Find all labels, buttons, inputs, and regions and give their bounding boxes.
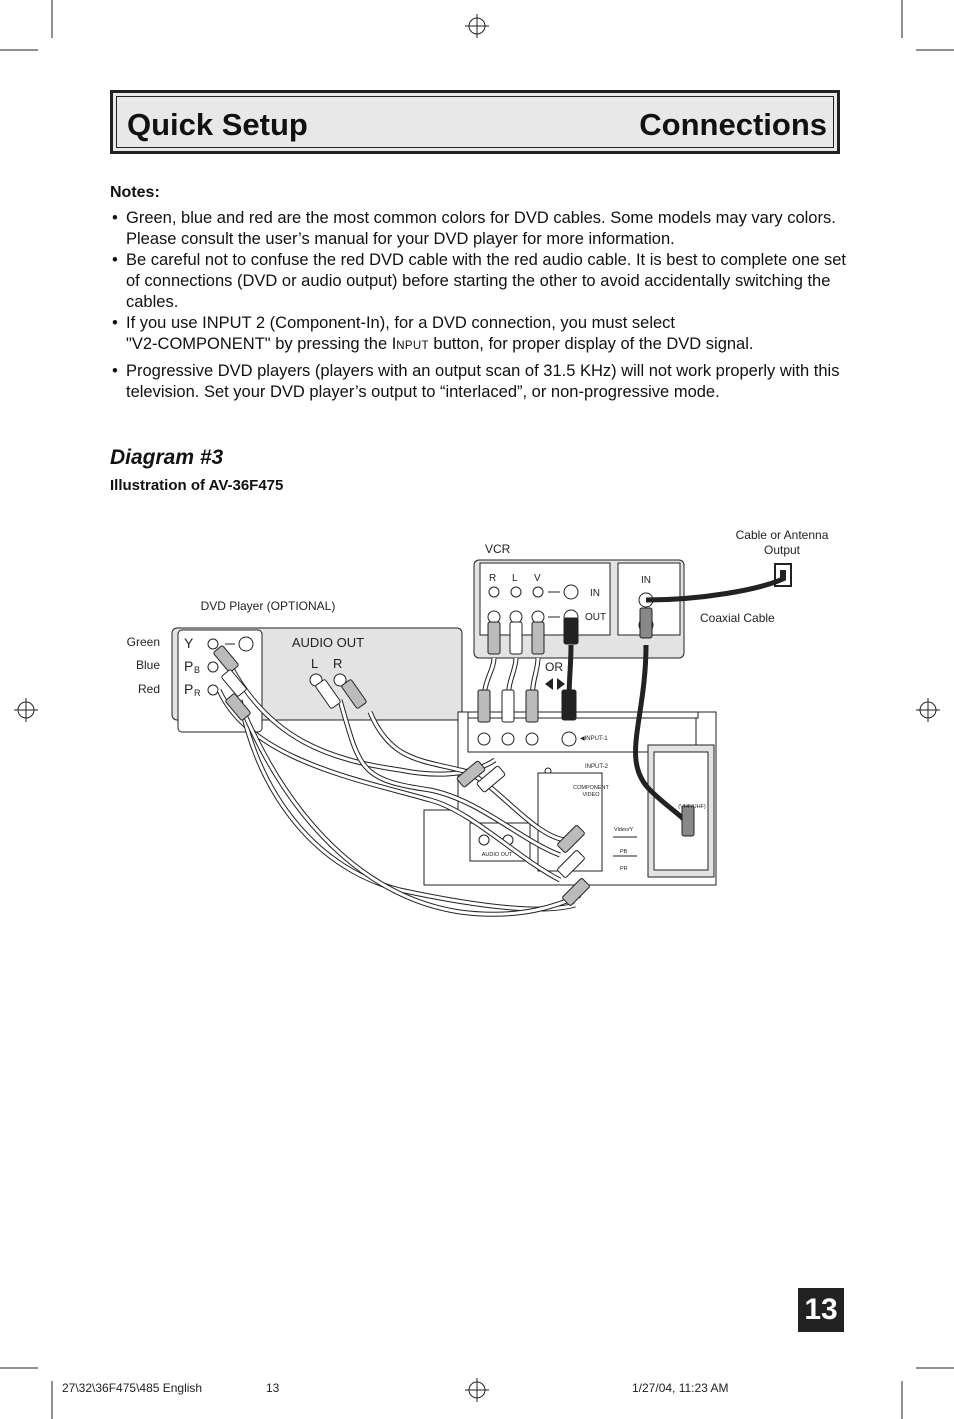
audio-l-label: L [311,656,318,671]
cable-label-line1: Cable or Antenna [736,528,829,542]
note-text: button, for proper display of the DVD si… [428,335,754,353]
notes-list: Green, blue and red are the most common … [110,208,850,403]
green-label: Green [127,635,160,649]
note-text: If you use INPUT 2 (Component-In), for a… [126,314,676,332]
note-item: Green, blue and red are the most common … [110,208,850,250]
vcr-antenna-in-label: IN [641,575,651,586]
footer-date: 1/27/04, 11:23 AM [632,1381,729,1395]
red-label: Red [138,682,160,696]
y-jack-label: Y [184,635,194,651]
vcr-v-label: V [534,573,541,584]
footer-file: 27\32\36F475\485 English [62,1381,203,1395]
diagram-subtitle: Illustration of AV-36F475 [110,477,284,494]
pb-jack-label: P [184,658,193,674]
tv-audio-out-label: AUDIO OUT [482,852,513,858]
blue-label: Blue [136,658,160,672]
pr-sub-label: R [194,688,201,698]
page-number: 13 [798,1288,844,1332]
registration-mark-top [465,14,489,38]
header-left-title: Quick Setup [127,107,308,142]
tv-pr-label: PR [620,866,628,872]
notes-heading: Notes: [110,184,160,201]
tv-component-label-1: COMPONENT [573,785,609,791]
vcr [473,559,685,659]
tv-back-panel [423,711,717,886]
cable-label-line2: Output [764,543,801,557]
or-label: OR [545,660,563,674]
tv-input1-label: ◀INPUT-1 [580,736,608,742]
audio-out-label: AUDIO OUT [292,635,364,650]
registration-mark-bottom [465,1378,489,1402]
page-header: Quick Setup Connections [110,90,840,154]
note-smallcaps: NPUT [396,340,429,352]
tv-video-y-label: Video/Y [614,827,633,833]
note-item: Be careful not to confuse the red DVD ca… [110,250,850,313]
audio-r-label: R [333,656,342,671]
registration-mark-left [14,698,38,722]
registration-mark-right [916,698,940,722]
tv-component-label-2: VIDEO [582,792,600,798]
pb-sub-label: B [194,665,200,675]
header-right-title: Connections [639,107,827,142]
note-item: If you use INPUT 2 (Component-In), for a… [110,313,850,357]
note-item: Progressive DVD players (players with an… [110,361,850,403]
vcr-out-label: OUT [585,612,606,623]
footer-page: 13 [266,1381,280,1395]
or-arrow-icon [545,678,565,690]
vcr-l-label: L [512,573,518,584]
tv-vhf-label: (VHF/UHF) [678,804,706,810]
diagram-title: Diagram #3 [110,446,224,469]
vcr-r-label: R [489,573,496,584]
cable-plugs [213,607,695,906]
pr-jack-label: P [184,681,193,697]
coaxial-cable-label: Coaxial Cable [700,611,775,625]
note-text: "V2-COMPONENT" by pressing the I [126,335,397,353]
dvd-player-label: DVD Player (OPTIONAL) [201,599,336,613]
vcr-label: VCR [485,542,511,556]
tv-input2-label: INPUT-2 [585,764,609,770]
dvd-player [171,627,463,733]
vcr-in-label: IN [590,588,600,599]
tv-pb-label: PB [620,849,628,855]
